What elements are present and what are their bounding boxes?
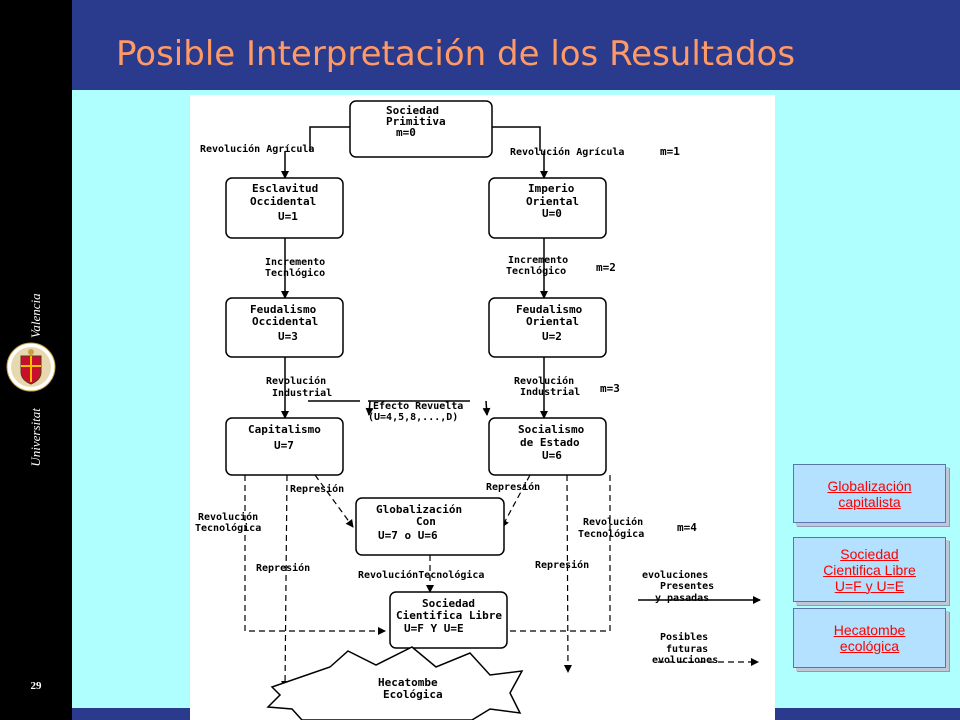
legend-futuras-line3: evoluciones	[652, 654, 718, 666]
edge-rev-tec-right-line1: Revolución	[583, 516, 643, 528]
node-globalizacion-line3: U=7 o U=6	[378, 529, 438, 542]
node-libre-line3: U=F Y U=E	[404, 622, 464, 635]
node-feud-ori-line3: U=2	[542, 330, 562, 343]
edge-represion-4: Represión	[535, 559, 589, 571]
node-esclavitud-line3: U=1	[278, 210, 298, 223]
edge-efecto-revuelta-line2: (U=4,5,8,...,D)	[368, 412, 458, 423]
legend-presentes-line2: Presentes	[660, 581, 714, 592]
edge-inc-tec-right-line2: Tecnlógico	[506, 265, 566, 277]
page-number: 29	[30, 680, 42, 692]
edge-represion-3: Represión	[256, 562, 310, 574]
node-libre-line2: Cientifica Libre	[396, 609, 502, 622]
legend-futuras-line2: futuras	[666, 644, 708, 655]
sociedad-line1[interactable]: Sociedad	[840, 545, 899, 562]
edge-rev-tec-right-line2: Tecnológica	[578, 528, 644, 540]
node-hecatombe-line2: Ecológica	[383, 688, 443, 701]
edge-rev-agricola-right: Revolución Agrícula	[510, 146, 624, 158]
node-feud-occ-line3: U=3	[278, 330, 298, 343]
node-feud-ori-line1: Feudalismo	[516, 303, 583, 316]
university-seal-icon	[6, 342, 56, 392]
node-imperio-line3: U=0	[542, 207, 562, 220]
node-primitiva-line1: Sociedad	[386, 104, 439, 117]
university-word: Universitat	[28, 408, 43, 467]
legend-presentes-line1: evoluciones	[642, 569, 708, 581]
edge-rev-tec-left-line1: Revolución	[198, 511, 258, 523]
node-feud-occ-line2: Occidental	[252, 315, 318, 328]
sociedad-line2[interactable]: Cientifica Libre	[823, 561, 916, 578]
globalizacion-line1[interactable]: Globalización	[827, 477, 912, 494]
edge-rev-ind-left-line2: Industrial	[272, 387, 332, 399]
node-socialismo-line1: Socialismo	[518, 423, 585, 436]
node-socialismo-line3: U=6	[542, 449, 562, 462]
node-hecatombe-line1: Hecatombe	[378, 676, 438, 689]
city-word: Valencia	[28, 293, 43, 339]
node-capitalismo-line1: Capitalismo	[248, 423, 321, 436]
legend-presentes-line3: y pasadas	[655, 593, 709, 604]
edge-m2: m=2	[596, 261, 616, 274]
node-esclavitud-line1: Esclavitud	[252, 182, 318, 195]
edge-rev-tec-left-line2: Tecnológica	[195, 522, 261, 534]
edge-rev-ind-left-line1: Revolución	[266, 375, 326, 387]
node-socialismo-line2: de Estado	[520, 436, 580, 449]
node-feud-occ-line1: Feudalismo	[250, 303, 317, 316]
legend-futuras-line1: Posibles	[660, 631, 708, 643]
hecatombe-line2[interactable]: ecológica	[839, 638, 900, 654]
node-primitiva-line3: m=0	[396, 126, 416, 139]
node-imperio-line2: Oriental	[526, 195, 579, 208]
sociedad-line3[interactable]: U=F y U=E	[834, 577, 905, 594]
university-sidebar: Universitat Valencia 29	[0, 0, 72, 720]
node-globalizacion-line2: Con	[416, 515, 436, 528]
edge-m3: m=3	[600, 382, 620, 395]
edge-rev-ind-right-line1: Revolución	[514, 375, 574, 387]
edge-rev-ind-right-line2: Industrial	[520, 386, 580, 398]
page-title: Posible Interpretación de los Resultados	[116, 34, 796, 74]
edge-m4: m=4	[677, 521, 697, 534]
edge-represion-2: Represión	[486, 481, 540, 493]
globalizacion-line2[interactable]: capitalista	[838, 493, 901, 510]
node-libre-line1: Sociedad	[422, 597, 475, 610]
node-globalizacion-line1: Globalización	[376, 503, 462, 516]
edge-efecto-revuelta-line1: Efecto Revuelta	[373, 401, 463, 412]
title-bar	[72, 0, 960, 90]
node-capitalismo-line2: U=7	[274, 439, 294, 452]
evolution-diagram: Sociedad Primitiva m=0 Esclavitud Occide…	[190, 95, 775, 720]
edge-m1: m=1	[660, 145, 680, 158]
edge-inc-tec-right-line1: Incremento	[508, 255, 568, 266]
edge-rev-tec-center: RevoluciónTecnológica	[358, 569, 484, 581]
edge-rev-agricola-left: Revolución Agrícula	[200, 143, 314, 155]
edge-represion-1: Represión	[290, 483, 344, 495]
node-feud-ori-line2: Oriental	[526, 315, 579, 328]
node-imperio-line1: Imperio	[528, 182, 575, 195]
edge-inc-tec-left-line2: Tecnlógico	[265, 267, 325, 279]
edge-inc-tec-left-line1: Incremento	[265, 257, 325, 268]
node-esclavitud-line2: Occidental	[250, 195, 316, 208]
hecatombe-line1[interactable]: Hecatombe	[833, 622, 906, 638]
node-primitiva-line2: Primitiva	[386, 115, 446, 128]
